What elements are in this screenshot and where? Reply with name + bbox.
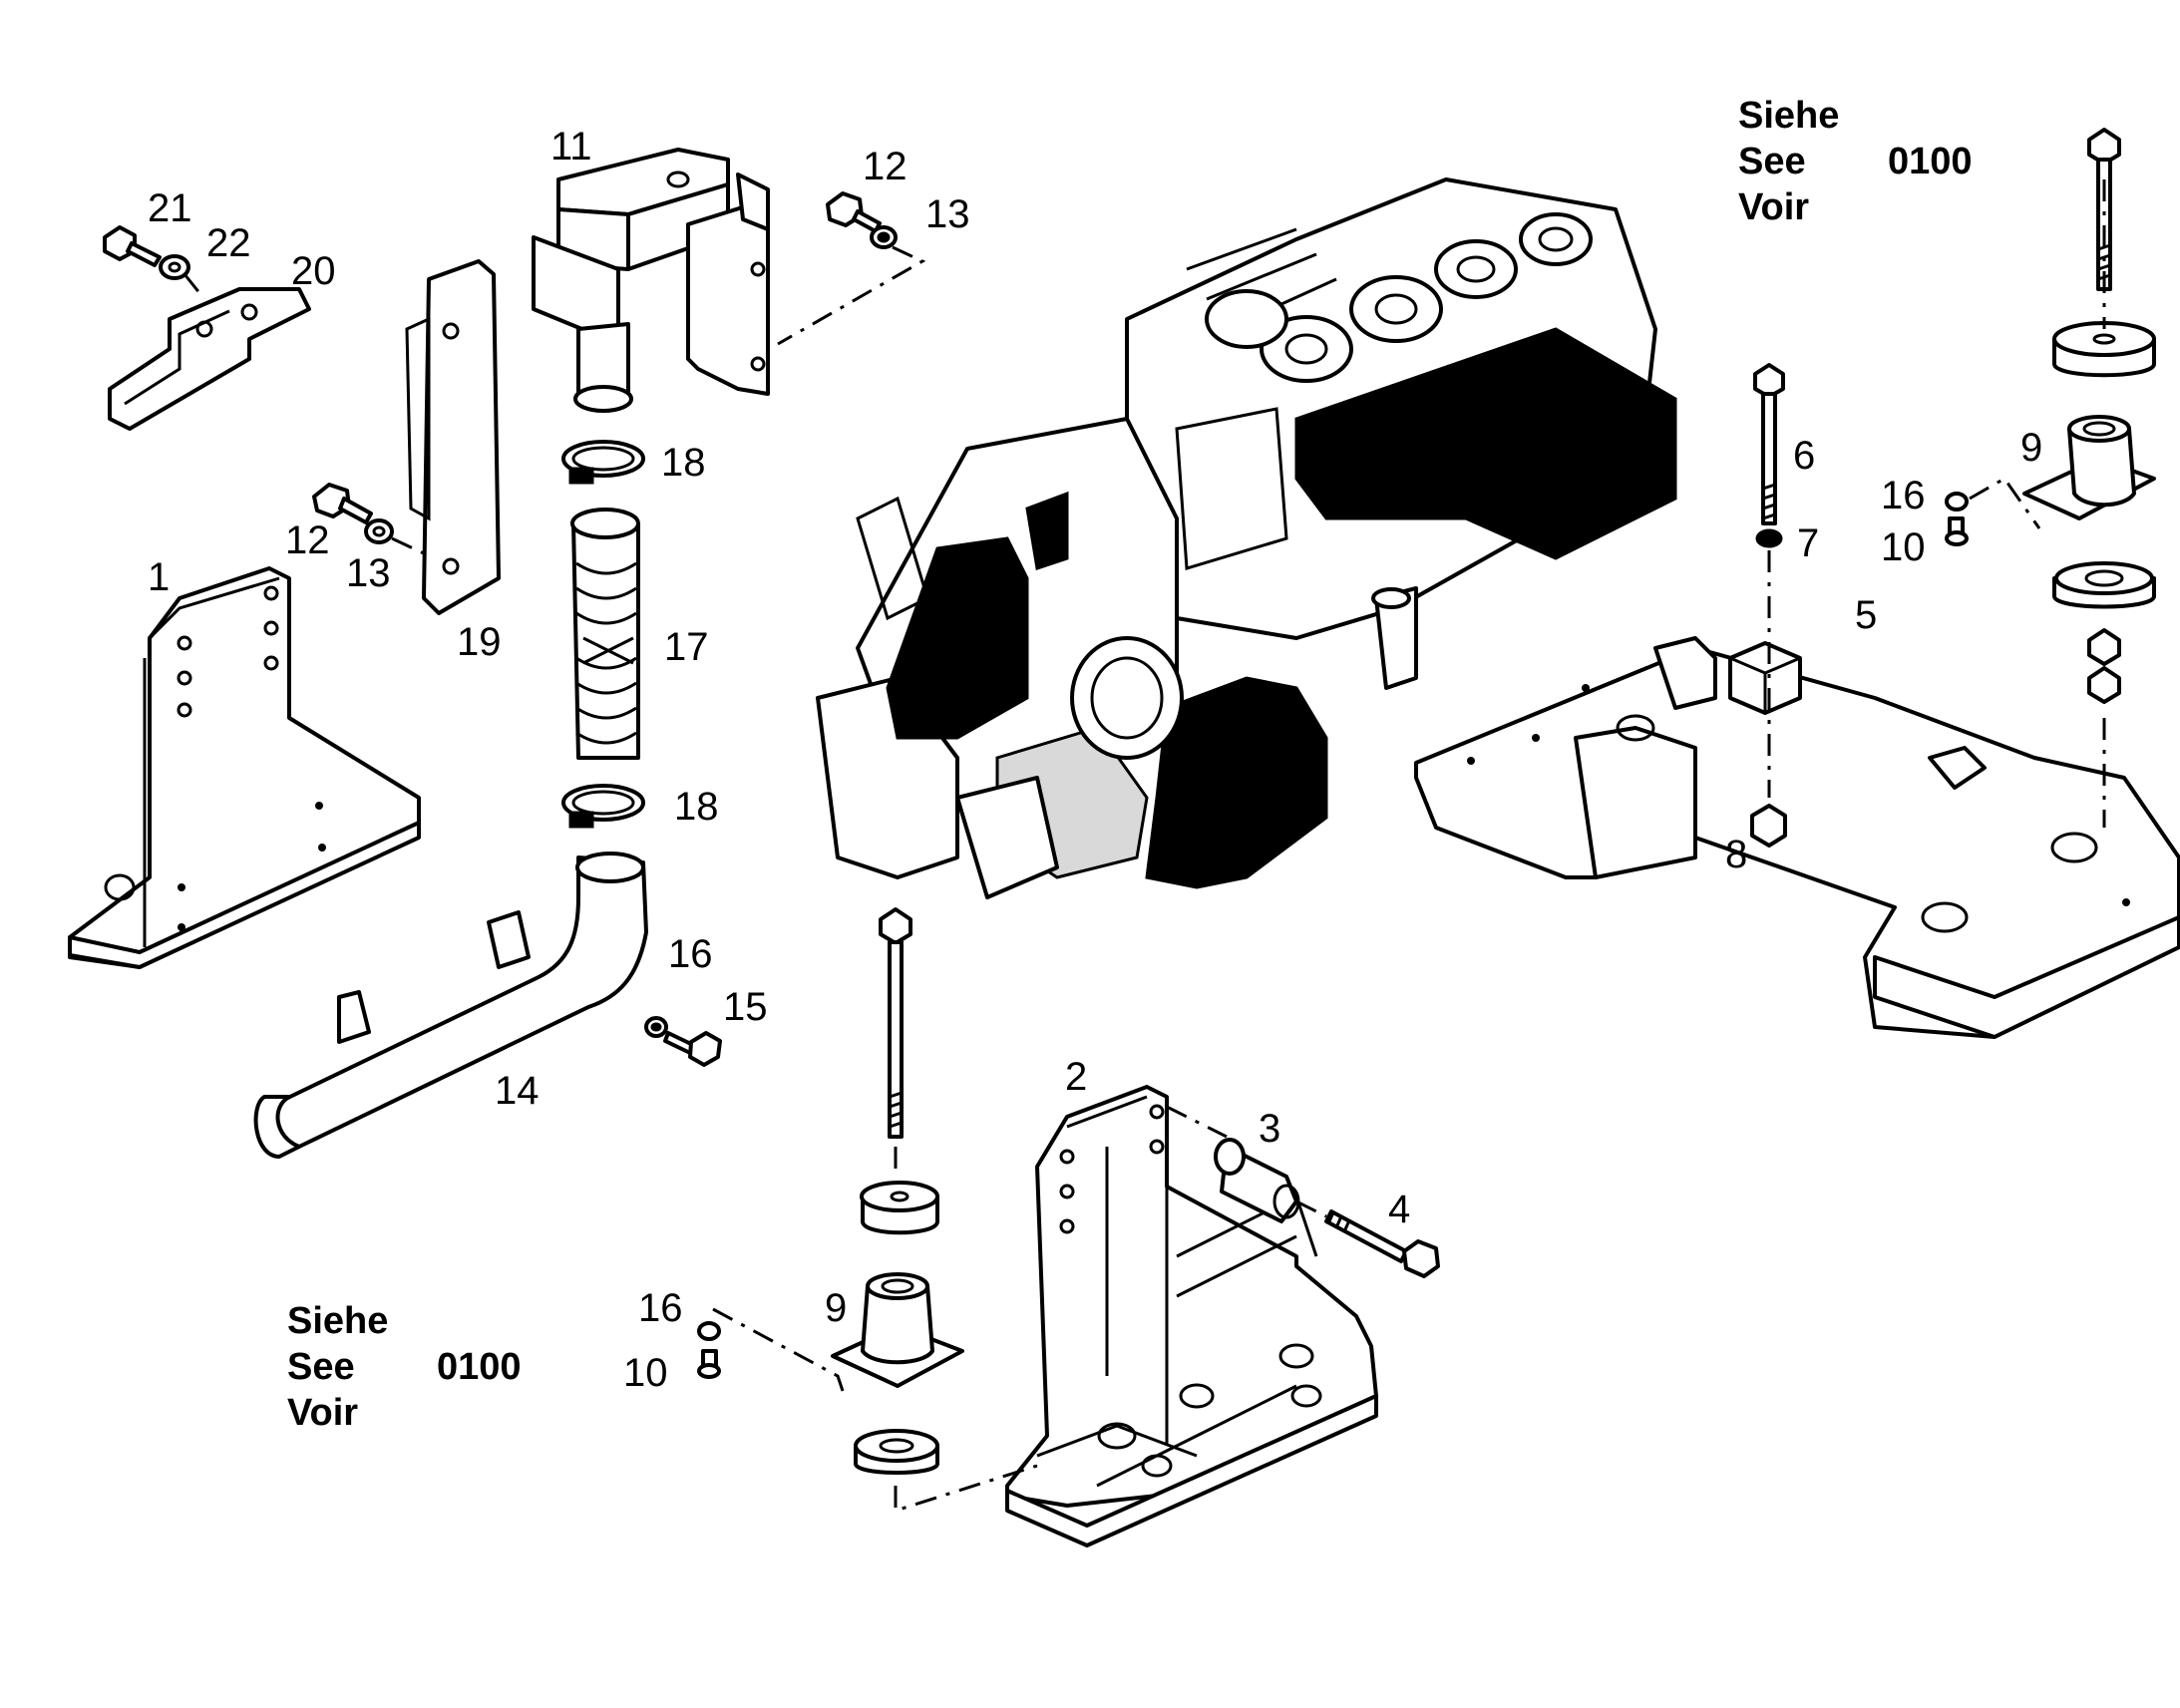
callout-7: 7 bbox=[1797, 521, 1819, 565]
callout-12-left: 12 bbox=[285, 518, 330, 562]
callout-5: 5 bbox=[1855, 593, 1877, 637]
part-20-plate bbox=[108, 287, 311, 431]
reference-word: See bbox=[1738, 141, 1806, 182]
part-14-pipe bbox=[253, 852, 648, 1159]
callout-10-right: 10 bbox=[1881, 525, 1926, 569]
part-21-bolt bbox=[103, 225, 162, 267]
part-3-sleeve bbox=[1214, 1138, 1300, 1223]
callout-13-top: 13 bbox=[925, 192, 970, 236]
axis-line bbox=[894, 1147, 1038, 1514]
reference-word: Siehe bbox=[287, 1300, 389, 1342]
part-18-clamp-upper bbox=[561, 440, 645, 485]
callout-20: 20 bbox=[291, 249, 336, 293]
axis-line bbox=[712, 1307, 845, 1392]
part-8-nut bbox=[1750, 804, 1787, 848]
axis-line bbox=[391, 536, 425, 555]
axis-line bbox=[1166, 1105, 1327, 1218]
callout-8: 8 bbox=[1725, 833, 1747, 876]
part-9-mount-center bbox=[831, 907, 964, 1475]
axis-line bbox=[777, 245, 926, 346]
part-9-mount-right bbox=[2022, 128, 2156, 704]
callout-9-right: 9 bbox=[2020, 426, 2042, 470]
part-12-bolt-left bbox=[312, 483, 394, 544]
callout-18-lower: 18 bbox=[674, 785, 719, 829]
part-17-bellows bbox=[570, 508, 640, 760]
part-19-gasket bbox=[405, 259, 501, 615]
part-10-screw-center bbox=[697, 1349, 721, 1379]
part-2-bracket bbox=[1005, 1085, 1378, 1547]
callout-3: 3 bbox=[1259, 1107, 1280, 1151]
reference-note-top-right: Siehe See 0100 Voir bbox=[1738, 93, 1973, 230]
callout-10-center: 10 bbox=[623, 1351, 668, 1395]
callout-18-upper: 18 bbox=[661, 441, 706, 485]
part-18-clamp-lower bbox=[561, 784, 645, 829]
callout-4: 4 bbox=[1388, 1188, 1410, 1231]
reference-note-bottom-left: Siehe See 0100 Voir bbox=[287, 1298, 522, 1436]
part-4-bolt bbox=[1324, 1209, 1440, 1278]
reference-page: 0100 bbox=[1888, 141, 1973, 182]
callouts: 1 2 3 4 5 6 7 8 9 9 10 10 11 12 12 13 13… bbox=[148, 125, 2042, 1395]
reference-word: Voir bbox=[287, 1392, 359, 1434]
callout-2: 2 bbox=[1065, 1055, 1087, 1099]
callout-12-top: 12 bbox=[863, 145, 908, 188]
part-5-block bbox=[1728, 641, 1802, 715]
callout-22: 22 bbox=[206, 221, 251, 265]
reference-word: See bbox=[287, 1346, 355, 1388]
reference-page: 0100 bbox=[437, 1346, 522, 1388]
callout-16-right: 16 bbox=[1881, 474, 1926, 517]
reference-word: Siehe bbox=[1738, 95, 1840, 137]
callout-14: 14 bbox=[495, 1069, 540, 1113]
part-11-manifold bbox=[532, 148, 770, 413]
engine-assembly bbox=[816, 177, 1677, 899]
callout-21: 21 bbox=[148, 186, 192, 230]
part-10-screw-right bbox=[1945, 516, 1969, 546]
part-22-washer bbox=[159, 254, 190, 280]
axis-line bbox=[1969, 477, 2041, 529]
callout-11: 11 bbox=[550, 125, 592, 169]
callout-6: 6 bbox=[1793, 434, 1815, 478]
part-16-washer-right bbox=[1945, 492, 1969, 512]
callout-19: 19 bbox=[457, 620, 502, 664]
part-12-bolt-top bbox=[826, 191, 898, 249]
callout-16-pipe: 16 bbox=[668, 932, 713, 976]
part-6-bolt bbox=[1753, 363, 1785, 525]
callout-13-left: 13 bbox=[346, 551, 391, 595]
part-16-washer-center bbox=[697, 1321, 721, 1341]
callout-9-center: 9 bbox=[825, 1286, 847, 1330]
reference-word: Voir bbox=[1738, 186, 1810, 228]
part-7-washer bbox=[1755, 528, 1783, 548]
callout-15: 15 bbox=[723, 985, 768, 1029]
callout-16-center: 16 bbox=[638, 1286, 683, 1330]
part-1-bracket bbox=[68, 566, 421, 969]
callout-1: 1 bbox=[148, 555, 170, 599]
part-15-bolt bbox=[644, 1016, 722, 1067]
part-5-frame bbox=[1414, 636, 2180, 1039]
axis-line bbox=[182, 273, 206, 300]
callout-17: 17 bbox=[664, 625, 709, 669]
